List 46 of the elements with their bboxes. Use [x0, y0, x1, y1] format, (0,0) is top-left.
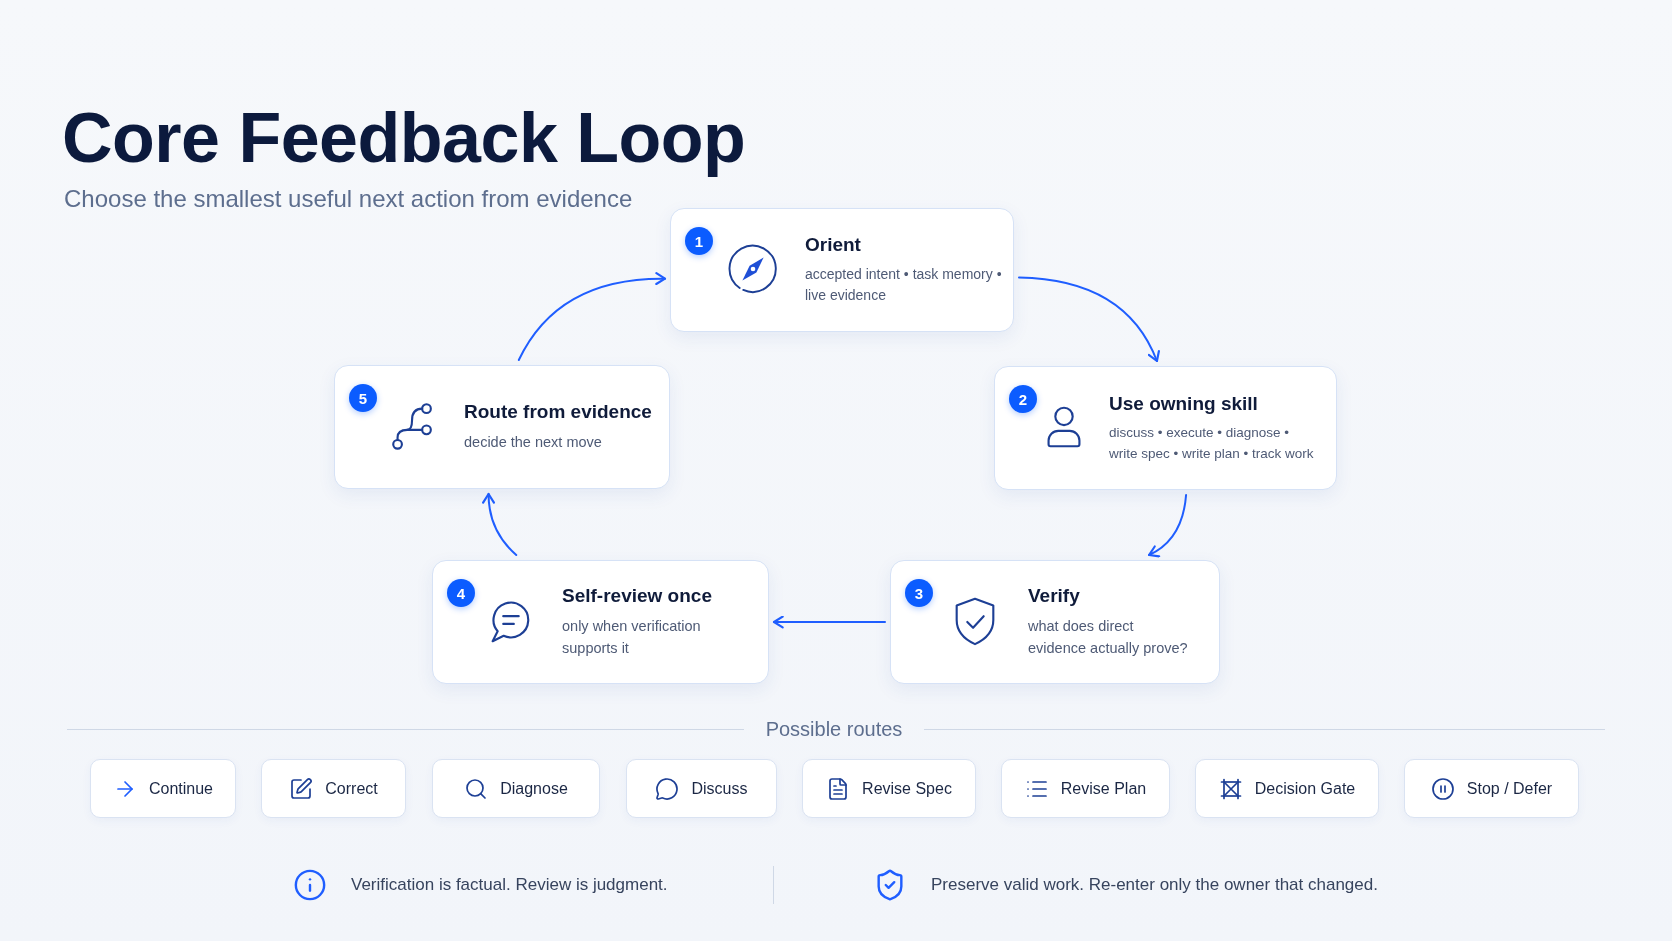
arrow [1018, 276, 1160, 363]
section-heading: Possible routes [765, 717, 903, 741]
step-number: 4 [447, 579, 475, 607]
step-card [890, 560, 1220, 684]
step-number: 5 [349, 384, 377, 412]
step-card [670, 208, 1014, 332]
route-option [802, 759, 976, 818]
route-option-label: Discuss [691, 779, 748, 798]
route-option [626, 759, 777, 818]
arrow [517, 272, 667, 361]
arrow [772, 615, 886, 629]
route-option-label: Decision Gate [1254, 779, 1356, 798]
step-title: Use owning skill [1109, 391, 1259, 416]
route-option-label: Revise Spec [862, 779, 952, 798]
step-description: decide the next move [464, 433, 603, 453]
route-option-label: Continue [148, 779, 213, 798]
step-description: what does direct evidence actually prove? [1028, 616, 1189, 659]
route-option-label: Stop / Defer [1466, 779, 1553, 798]
step-description: only when verification supports it [562, 616, 702, 659]
step-title: Route from evidence [464, 400, 653, 425]
page-title: Core Feedback Loop [62, 100, 746, 177]
step-description: accepted intent • task memory • live evidence [805, 264, 1003, 306]
route-option [90, 759, 236, 818]
arrow [1147, 494, 1188, 557]
step-card [432, 560, 769, 684]
route-option-label: Diagnose [500, 779, 568, 798]
route-option [261, 759, 406, 818]
route-option-label: Correct [325, 779, 378, 798]
step-description: discuss • execute • diagnose • write spec • write plan • track work [1109, 423, 1315, 463]
route-option [432, 759, 600, 818]
route-option [1195, 759, 1379, 818]
route-option [1001, 759, 1170, 818]
route-option [1404, 759, 1579, 818]
step-number: 3 [905, 579, 933, 607]
arrow [482, 492, 518, 556]
footnote: Preserve valid work. Re-enter only the owner that changed. [931, 875, 1378, 895]
subtitle: Choose the smallest useful next action from evidence [64, 185, 633, 213]
step-card [334, 365, 670, 489]
step-title: Orient [805, 232, 862, 257]
step-title: Verify [1028, 584, 1081, 608]
step-card [994, 366, 1337, 490]
step-number: 2 [1009, 385, 1037, 413]
step-title: Self-review once [562, 584, 713, 608]
footnote: Verification is factual. Review is judgment. [351, 875, 668, 895]
route-option-label: Revise Plan [1060, 779, 1147, 798]
step-number: 1 [685, 227, 713, 255]
